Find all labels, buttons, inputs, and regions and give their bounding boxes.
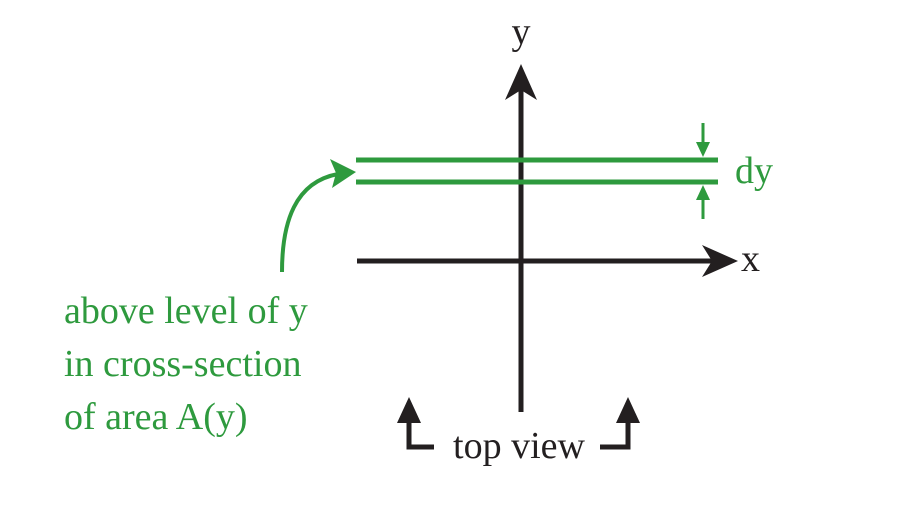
top-view-label: top view xyxy=(453,425,585,467)
x-axis-arrowhead xyxy=(702,245,738,277)
top-view-right-marker xyxy=(600,412,631,450)
top-view-right-arrowhead xyxy=(616,397,640,423)
y-axis-arrowhead xyxy=(505,64,537,100)
dy-bottom-arrowhead xyxy=(696,185,710,200)
annotation-pointer-arrowhead xyxy=(330,159,356,188)
top-view-left-arrowhead xyxy=(397,397,421,423)
annotation-line-3: of area A(y) xyxy=(64,396,248,438)
dy-top-arrowhead xyxy=(696,142,710,157)
y-axis-label: y xyxy=(512,11,531,53)
annotation-line-2: in cross-section xyxy=(64,343,301,385)
annotation-pointer-curve xyxy=(280,172,339,273)
dy-label: dy xyxy=(735,150,773,192)
annotation-line-1: above level of y xyxy=(64,290,308,332)
top-view-left-marker xyxy=(406,412,434,450)
x-axis-label: x xyxy=(741,238,760,280)
